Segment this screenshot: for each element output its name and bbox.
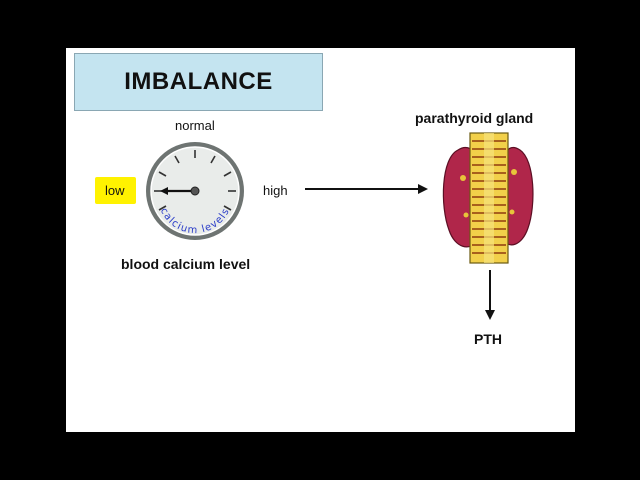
gauge-caption: blood calcium level [121,256,251,272]
slide-title: IMBALANCE [124,68,273,95]
title-box: IMBALANCE [74,53,323,111]
parathyroid-gland-illustration [442,132,534,264]
label-high: high [263,183,288,198]
low-highlight [95,177,136,204]
gland-nodules [460,169,517,218]
gland-label: parathyroid gland [415,110,534,126]
pth-label: PTH [474,331,502,347]
label-low: low [105,183,125,198]
needle-pivot [190,186,200,196]
calcium-gauge: calcium levels [146,142,244,240]
trachea-highlight [484,133,494,263]
label-normal: normal [175,118,215,133]
gauge-ticks [154,150,236,211]
needle-tip [160,187,168,195]
